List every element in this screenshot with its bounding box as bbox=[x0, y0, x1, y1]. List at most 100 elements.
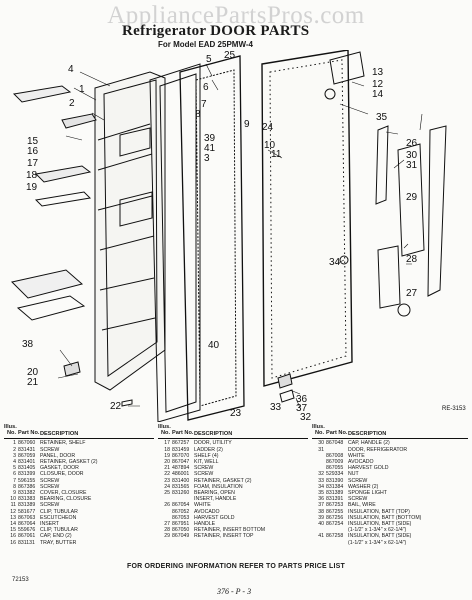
header-description: DESCRIPTION bbox=[40, 431, 79, 438]
illus-no-cell: 24 bbox=[164, 483, 170, 490]
illus-no-cell: 35 bbox=[318, 490, 324, 497]
description-cell: HANDLE bbox=[194, 521, 216, 528]
callout-number: 32 bbox=[300, 412, 312, 422]
model-subtitle: For Model EAD 25PMW-4 bbox=[158, 40, 253, 49]
illus-no-cell: 15 bbox=[10, 527, 16, 534]
callout-number: 15 bbox=[27, 136, 39, 147]
description-cell: BAIL, WIRE bbox=[348, 502, 376, 509]
part-no-cell: 831260 bbox=[172, 490, 190, 497]
part-no-cell: 831390 bbox=[326, 477, 344, 484]
part-no-cell: 867070 bbox=[172, 452, 190, 459]
illus-no-cell: 30 bbox=[318, 440, 324, 447]
illus-no-cell: 4 bbox=[13, 459, 16, 466]
description-cell: SCREW bbox=[40, 502, 60, 509]
description-cell: SCREW bbox=[348, 477, 368, 484]
callout-number: 4 bbox=[68, 64, 74, 75]
header-description: DESCRIPTION bbox=[348, 431, 387, 438]
header-part-no: Part No. bbox=[172, 429, 194, 436]
description-cell: AVOCADO bbox=[194, 508, 220, 515]
part-no-cell: 831405 bbox=[18, 465, 36, 472]
callout-number: 9 bbox=[244, 119, 250, 130]
header-part-no: Part No. bbox=[18, 429, 40, 436]
illus-no-cell: 33 bbox=[318, 477, 324, 484]
description-cell: GASKET, DOOR bbox=[40, 465, 79, 472]
description-cell: KIT, WELL bbox=[194, 459, 219, 466]
door-liner-drawing bbox=[94, 71, 166, 391]
illus-no-cell: 37 bbox=[318, 502, 324, 509]
illus-no-cell: 18 bbox=[164, 446, 170, 453]
part-no-cell: 867386 bbox=[18, 483, 36, 490]
callout-number: 37 bbox=[296, 403, 308, 414]
description-cell: WASHER (2) bbox=[348, 483, 379, 490]
parts-row: INSERT, HANDLE bbox=[158, 496, 308, 502]
part-no-cell: 581677 bbox=[18, 508, 36, 515]
callout-number: 22 bbox=[110, 401, 122, 412]
parts-list-header: Illus.No. Part No. DESCRIPTION bbox=[312, 424, 468, 440]
description-cell: RETAINER, GASKET (2) bbox=[40, 459, 98, 466]
description-cell: CAP, HANDLE (2) bbox=[348, 440, 390, 447]
part-no-cell: 867047 bbox=[172, 459, 190, 466]
diagram-ref-label: RE-3153 bbox=[442, 406, 466, 412]
description-cell: FOAM, INSULATION bbox=[194, 483, 243, 490]
part-no-cell: 867053 bbox=[172, 514, 190, 521]
part-no-cell: 831389 bbox=[326, 490, 344, 497]
description-cell: INSULATION, BATT (TOP) bbox=[348, 508, 410, 515]
callout-number: 12 bbox=[372, 79, 384, 90]
part-no-cell: 487894 bbox=[172, 465, 190, 472]
hinge-hardware-drawing bbox=[121, 373, 295, 407]
part-no-cell: 867059 bbox=[18, 452, 36, 459]
callout-number: 38 bbox=[22, 339, 34, 350]
illus-no-cell: 9 bbox=[13, 490, 16, 497]
illus-no-cell: 41 bbox=[318, 533, 324, 540]
description-cell: RETAINER, SHELF bbox=[40, 440, 86, 447]
part-no-cell: 867055 bbox=[326, 465, 344, 472]
description-cell: COVER, CLOSURE bbox=[40, 490, 87, 497]
description-cell: CLIP, TUBULAR bbox=[40, 508, 78, 515]
description-cell: RETAINER, GASKET (2) bbox=[194, 477, 252, 484]
description-cell: WHITE bbox=[348, 452, 365, 459]
illus-no-cell: 29 bbox=[164, 533, 170, 540]
illus-no-cell: 1 bbox=[13, 440, 16, 447]
part-no-cell: 831565 bbox=[172, 483, 190, 490]
illus-no-cell: 10 bbox=[10, 496, 16, 503]
illus-no-cell: 3 bbox=[13, 452, 16, 459]
part-no-cell: 831389 bbox=[18, 502, 36, 509]
parts-row: (1-1/2" x 1-3/4" x 62-1/4") bbox=[312, 527, 468, 533]
part-no-cell: 867253 bbox=[326, 502, 344, 509]
illus-no-cell: 20 bbox=[164, 459, 170, 466]
description-cell: WHITE bbox=[194, 502, 211, 509]
part-no-cell: 867008 bbox=[326, 452, 344, 459]
illus-no-cell: 32 bbox=[318, 471, 324, 478]
gasket-frames-drawing bbox=[149, 55, 245, 422]
parts-list-header: Illus.No. Part No. DESCRIPTION bbox=[4, 424, 154, 440]
callout-number: 39 bbox=[204, 133, 216, 144]
illus-no-cell: 7 bbox=[13, 477, 16, 484]
description-cell: BEARING, CLOSURE bbox=[40, 496, 92, 503]
part-no-cell: 867256 bbox=[326, 514, 344, 521]
part-no-cell: 867254 bbox=[326, 521, 344, 528]
header-illus-no: Illus.No. bbox=[158, 424, 171, 436]
illus-no-cell: 26 bbox=[164, 502, 170, 509]
callout-number: 40 bbox=[208, 340, 220, 351]
callout-number: 33 bbox=[270, 402, 282, 413]
part-no-cell: 867258 bbox=[326, 533, 344, 540]
